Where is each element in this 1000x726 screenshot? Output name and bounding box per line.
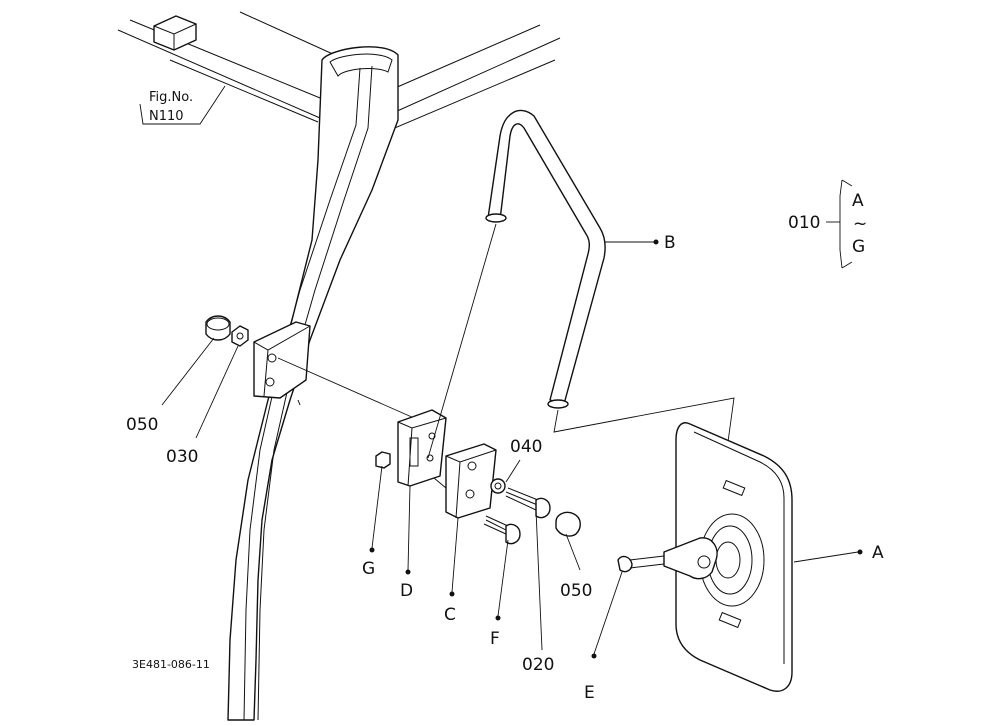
cap-050-right: [555, 511, 581, 537]
bolt-020: [505, 487, 551, 519]
nut-g: [375, 451, 391, 469]
bracket-d: [397, 409, 447, 487]
assembly-range-end: G: [852, 237, 865, 257]
label-bolt-f: F: [490, 629, 500, 649]
assembly-range-sep: ~: [853, 214, 867, 234]
label-bolt-020: 020: [522, 655, 554, 675]
drawing-code: 3E481-086-11: [132, 658, 210, 671]
stay-b: [485, 109, 606, 409]
label-bolt-e: E: [584, 683, 595, 703]
fig-ref-line1: Fig.No.: [149, 90, 193, 105]
label-washer-040: 040: [510, 437, 542, 457]
label-nut-g: G: [362, 559, 375, 579]
label-mirror-a: A: [872, 543, 884, 563]
bracket-c: [445, 443, 497, 519]
bolt-f: [483, 515, 521, 545]
assembly-range-start: A: [852, 191, 864, 211]
label-cap-050-right: 050: [560, 581, 592, 601]
label-nut-030: 030: [166, 447, 198, 467]
roof-block: [153, 15, 197, 51]
label-bracket-d: D: [400, 581, 413, 601]
label-cap-050-left: 050: [126, 415, 158, 435]
label-stay-b: B: [664, 233, 676, 253]
washer-040: [490, 478, 506, 494]
mirror-a: [663, 422, 793, 692]
nut-030: [231, 325, 249, 347]
bolt-e: [617, 555, 665, 573]
label-bracket-c: C: [444, 605, 456, 625]
assembly-ref: 010 A ~ G: [788, 179, 867, 269]
fig-ref: Fig.No. N110: [139, 85, 226, 125]
assembly-ref-number: 010: [788, 213, 820, 233]
cap-050-left: [205, 315, 231, 341]
fig-ref-line2: N110: [149, 109, 184, 124]
